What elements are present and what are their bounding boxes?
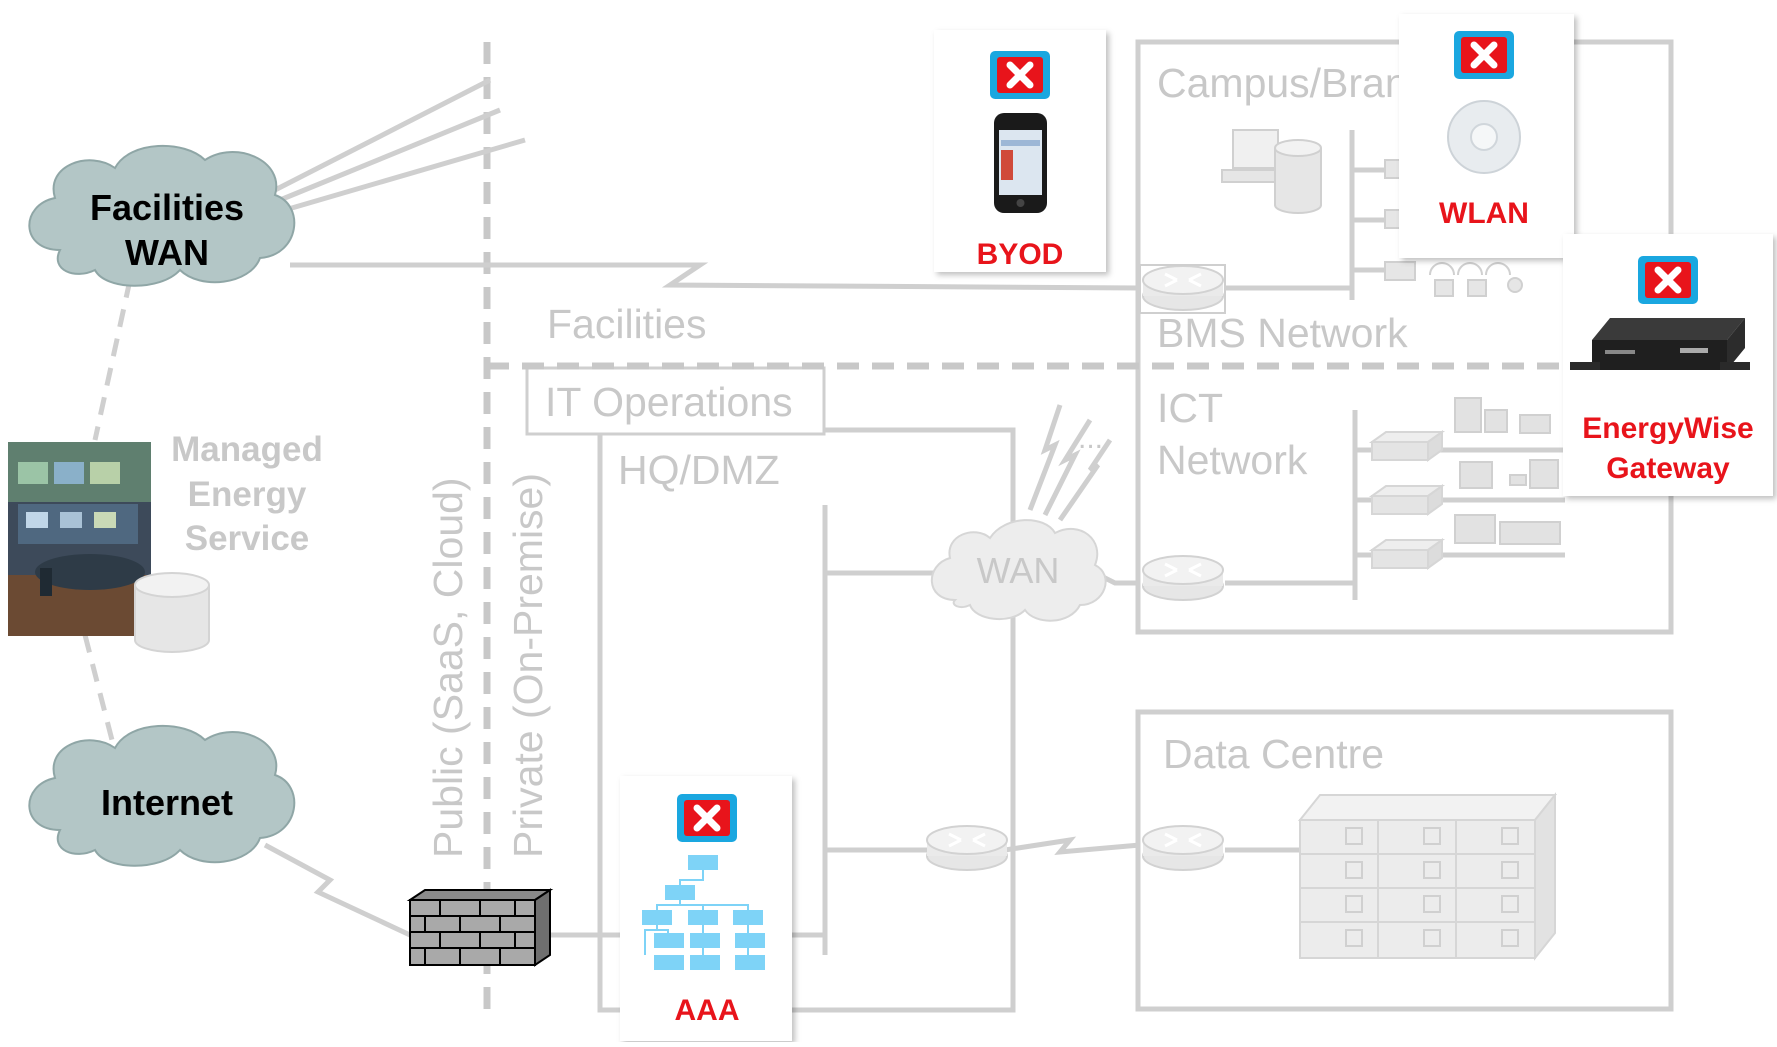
control-room-image: [8, 442, 151, 636]
smartphone-icon: [994, 113, 1047, 213]
internet-cloud: Internet: [29, 726, 294, 866]
alert-x-icon: [990, 51, 1050, 99]
facilities-wan-label-line2: WAN: [125, 232, 209, 273]
aaa-callout: AAA: [620, 776, 792, 1041]
byod-label: BYOD: [977, 238, 1064, 271]
it-operations-label: IT Operations: [545, 379, 793, 425]
database-icon: [135, 573, 209, 652]
server-rack-icon: [1300, 795, 1555, 958]
ict-endpoints: [1455, 398, 1560, 544]
facilities-zone-label: Facilities: [547, 301, 706, 347]
ict-switch-icon: [1372, 540, 1442, 568]
wlan-label: WLAN: [1439, 197, 1529, 230]
byod-callout: BYOD: [934, 30, 1106, 272]
firewall-icon: [410, 890, 550, 965]
ict-switch-icon: [1372, 486, 1442, 514]
wan-label: WAN: [977, 550, 1060, 591]
aaa-label: AAA: [675, 994, 740, 1027]
access-point-icon: [1448, 101, 1520, 173]
ict-router-icon: [1143, 556, 1223, 600]
data-centre-label: Data Centre: [1163, 731, 1384, 777]
managed-energy-label-line3: Service: [185, 519, 310, 558]
managed-energy-label-line2: Energy: [188, 475, 307, 514]
wan-cloud: WAN: [932, 520, 1106, 621]
wan-ellipsis: ...: [1078, 422, 1103, 455]
campus-pc-icon: [1222, 130, 1321, 213]
hq-router-icon: [927, 826, 1007, 870]
energywise-label-line1: EnergyWise: [1582, 412, 1753, 445]
hq-dmz-label: HQ/DMZ: [618, 447, 780, 493]
internet-label: Internet: [101, 782, 233, 823]
alert-x-icon: [677, 794, 737, 842]
bms-router-icon: [1143, 266, 1223, 310]
public-zone-label: Public (SaaS, Cloud): [425, 477, 471, 858]
private-zone-label: Private (On-Premise): [505, 473, 551, 858]
ict-label-line1: ICT: [1157, 385, 1223, 431]
ict-label-line2: Network: [1157, 437, 1308, 483]
energywise-label-line2: Gateway: [1606, 452, 1730, 485]
bms-network-label: BMS Network: [1157, 310, 1408, 356]
managed-energy-label-line1: Managed: [171, 430, 323, 469]
facilities-wan-cloud: Facilities WAN: [29, 146, 294, 286]
alert-x-icon: [1638, 256, 1698, 304]
alert-x-icon: [1454, 31, 1514, 79]
energywise-callout: EnergyWise Gateway: [1563, 234, 1773, 496]
wlan-callout: WLAN: [1399, 14, 1574, 258]
dc-router-icon: [1143, 826, 1223, 870]
facilities-wan-label-line1: Facilities: [90, 187, 244, 228]
ict-switch-icon: [1372, 432, 1442, 460]
